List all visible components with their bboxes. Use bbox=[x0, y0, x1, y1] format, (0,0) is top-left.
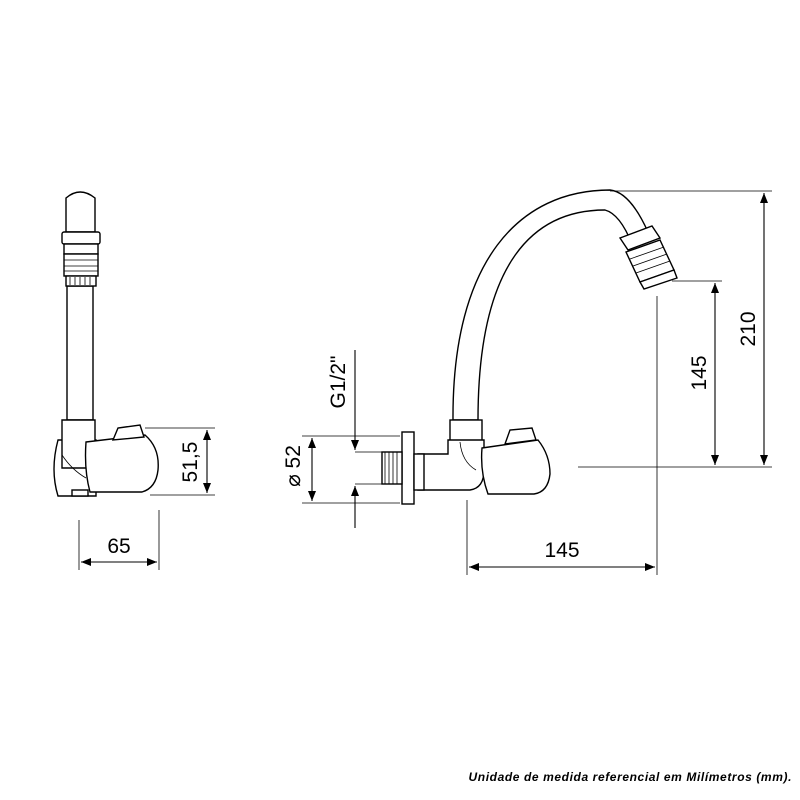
dimension-thread: G1/2" bbox=[327, 350, 402, 528]
dimension-flange-diameter: ⌀ 52 bbox=[282, 435, 400, 504]
dimension-label-diameter-52: ⌀ 52 bbox=[282, 445, 305, 487]
dimension-label-51-5: 51,5 bbox=[179, 442, 202, 483]
dimension-reach: 145 bbox=[466, 296, 658, 575]
dimension-label-reach-145: 145 bbox=[544, 539, 579, 562]
dimension-spout-height: 145 bbox=[578, 280, 772, 468]
units-note: Unidade de medida referencial em Milímet… bbox=[468, 770, 792, 784]
dimension-label-g1-2: G1/2" bbox=[327, 356, 350, 409]
dimension-label-height-145: 145 bbox=[688, 355, 711, 390]
dimension-total-height: 210 bbox=[610, 190, 772, 465]
dimension-side-height: 51,5 bbox=[145, 427, 215, 496]
dimension-side-width: 65 bbox=[78, 510, 160, 570]
dimension-label-total-210: 210 bbox=[737, 311, 760, 346]
side-view-faucet bbox=[53, 191, 159, 497]
front-view-faucet bbox=[381, 189, 678, 505]
dimension-label-65: 65 bbox=[107, 535, 130, 558]
